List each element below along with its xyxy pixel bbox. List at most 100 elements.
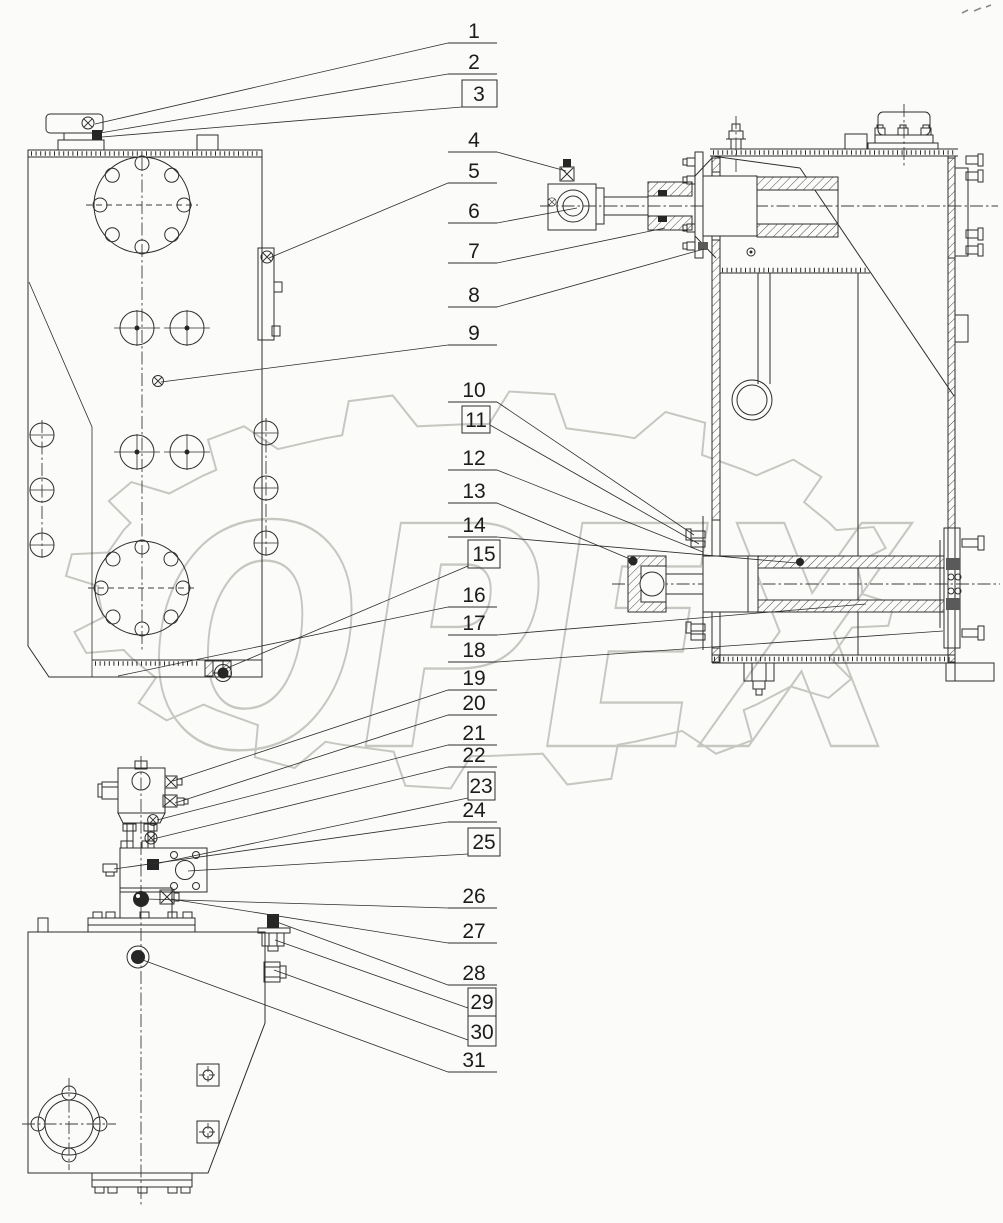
svg-text:2: 2 <box>468 51 480 74</box>
hydraulic-cylinder-lower <box>612 516 1000 650</box>
left-tank-side-view <box>27 113 283 682</box>
callout-31: 31 <box>139 958 497 1073</box>
callout-3: 3 <box>101 79 498 138</box>
piston-rod-lower <box>665 566 703 604</box>
right-flange-plate <box>954 153 984 257</box>
callouts: 1 2 3 4 5 6 7 8 9 10 11 12 13 14 15 16 1… <box>94 20 944 1073</box>
callout-29: 29 <box>274 939 497 1017</box>
callout-9: 9 <box>160 322 497 383</box>
callout-20: 20 <box>174 692 497 804</box>
svg-text:12: 12 <box>462 447 485 470</box>
callout-7: 7 <box>448 227 666 264</box>
corner-fitting <box>257 914 291 952</box>
svg-text:27: 27 <box>462 920 485 943</box>
rod-end-lower <box>627 555 667 613</box>
suction-flange <box>22 1078 116 1170</box>
callout-12: 12 <box>448 447 704 553</box>
callout-4: 4 <box>448 129 567 172</box>
gland-upper <box>647 181 693 231</box>
right-bolt-column <box>253 418 279 556</box>
cylinder1-tube <box>756 176 839 238</box>
svg-text:25: 25 <box>472 831 495 854</box>
svg-text:29: 29 <box>470 991 493 1014</box>
lower-block <box>119 887 180 919</box>
bottom-tank-view <box>22 911 291 1194</box>
svg-text:28: 28 <box>462 962 485 985</box>
callout-19: 19 <box>172 667 497 782</box>
side-plate <box>257 247 283 341</box>
svg-text:20: 20 <box>462 692 485 715</box>
lower-flange <box>88 539 196 637</box>
svg-text:8: 8 <box>468 284 480 307</box>
boss-holes <box>114 310 210 470</box>
left-bolt-column <box>29 420 55 558</box>
bottom-right-foot <box>945 662 995 682</box>
right-tank-section-view <box>710 104 995 696</box>
callout-11: 11 <box>461 405 700 545</box>
svg-text:4: 4 <box>468 129 480 152</box>
svg-text:1: 1 <box>468 20 480 43</box>
callout-10: 10 <box>448 379 695 536</box>
callout-23: 23 <box>154 771 496 865</box>
mounting-plate <box>119 847 208 893</box>
valve-assembly <box>97 756 208 1205</box>
callout-14: 14 <box>448 514 798 564</box>
callout-21: 21 <box>156 722 497 821</box>
svg-text:22: 22 <box>462 744 485 767</box>
cap-bolt-icon <box>81 116 95 130</box>
svg-text:24: 24 <box>462 799 486 822</box>
callout-15: 15 <box>224 539 501 670</box>
callout-27: 27 <box>170 898 497 944</box>
svg-text:17: 17 <box>462 612 485 635</box>
callout-17: 17 <box>448 603 867 636</box>
baffle-top-edge <box>711 155 801 169</box>
callout-26: 26 <box>145 885 497 909</box>
watermark-text: OPEX <box>150 463 912 819</box>
callout-18: 18 <box>448 630 944 663</box>
bottom-flange-plate <box>91 1172 193 1194</box>
drain-screw-icon <box>152 375 164 387</box>
cylinder2-head <box>702 555 759 613</box>
svg-text:21: 21 <box>462 722 485 745</box>
bleed-valve-upper <box>559 159 575 182</box>
piston-rod-upper <box>595 182 649 230</box>
callout-2: 2 <box>99 51 497 134</box>
cap-plug <box>92 130 102 140</box>
bleed-valve-lower <box>796 558 804 566</box>
hydraulic-cylinder-upper <box>540 151 998 259</box>
svg-text:14: 14 <box>462 514 486 537</box>
callout-6: 6 <box>448 200 578 224</box>
baffle-diagonal <box>799 167 955 397</box>
tank-outline <box>27 149 263 678</box>
filler-cap-assembly <box>45 113 105 151</box>
svg-text:26: 26 <box>462 885 485 908</box>
callout-30: 30 <box>273 969 497 1047</box>
bottom-tank-outline <box>27 931 266 1174</box>
side-port <box>263 961 287 983</box>
svg-text:30: 30 <box>470 1021 493 1044</box>
inner-chamfer-edge <box>28 281 93 677</box>
upper-flange <box>86 155 198 255</box>
top-bolt-fitting <box>726 116 746 174</box>
svg-text:6: 6 <box>468 200 480 223</box>
bottom-drain-fitting <box>743 662 775 696</box>
callout-1: 1 <box>94 20 497 125</box>
svg-text:9: 9 <box>468 322 480 345</box>
callout-25: 25 <box>187 827 501 872</box>
callout-28: 28 <box>273 920 497 986</box>
svg-text:16: 16 <box>462 584 485 607</box>
svg-text:31: 31 <box>462 1049 485 1072</box>
callout-5: 5 <box>268 160 497 259</box>
side-tab <box>954 314 969 343</box>
magnetic-plug <box>126 945 150 969</box>
suction-pipe <box>731 273 773 421</box>
breather-assembly <box>867 104 939 168</box>
svg-text:11: 11 <box>465 409 487 432</box>
left-wall-hatch <box>711 239 721 521</box>
callout-22: 22 <box>152 744 497 840</box>
svg-text:3: 3 <box>473 83 485 106</box>
rod-end-block <box>547 183 597 231</box>
callout-24: 24 <box>113 799 497 870</box>
svg-text:5: 5 <box>468 160 480 183</box>
